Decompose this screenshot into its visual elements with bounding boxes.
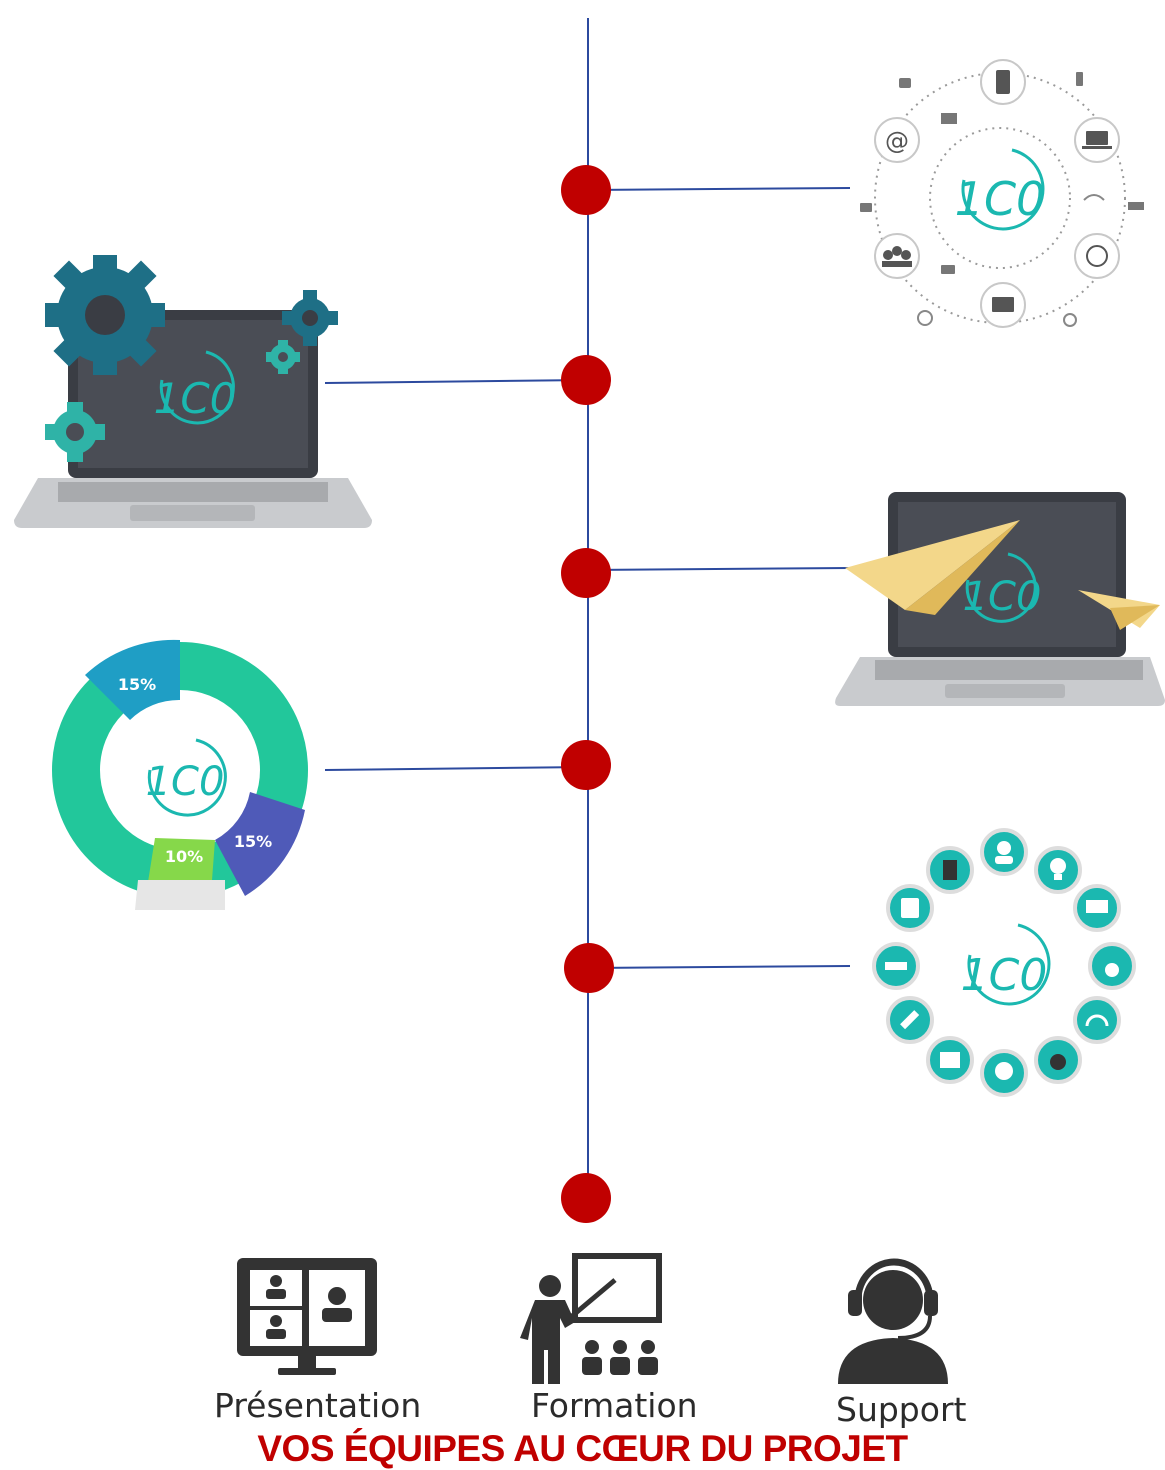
logo-1c0: 1C0 xyxy=(955,172,1046,226)
timeline-node-3 xyxy=(561,548,611,598)
donut-segment-10 xyxy=(148,838,215,882)
donut-label-15-bottom: 15% xyxy=(234,832,272,851)
gear-icon-teal xyxy=(45,340,300,462)
headphones-icon xyxy=(1073,996,1121,1044)
logo-1c0: 1C0 xyxy=(963,574,1042,620)
paper-plane-icon xyxy=(845,520,1160,630)
caption-formation: Formation xyxy=(531,1386,698,1425)
caption-presentation: Présentation xyxy=(214,1386,422,1425)
logo-1c0: 1C0 xyxy=(146,759,225,805)
logo-1c0: 1C0 xyxy=(961,950,1048,1001)
teal-icon-circle: 1C0 xyxy=(872,828,1136,1097)
donut-segment-15a xyxy=(85,639,180,720)
donut-label-10: 10% xyxy=(165,847,203,866)
gear-icon-small xyxy=(282,290,338,346)
svg-text:@: @ xyxy=(885,127,909,155)
donut-chart-logo: 15% 15% 10% 1C0 xyxy=(52,639,308,910)
donut-segment-15b xyxy=(215,792,305,896)
timeline-node-1 xyxy=(561,165,611,215)
timeline-node-5 xyxy=(564,943,614,993)
video-conference-icon xyxy=(237,1258,377,1375)
connector-1 xyxy=(587,187,851,191)
caption-support: Support xyxy=(836,1390,967,1429)
laptop-paper-planes: 1C0 xyxy=(835,492,1165,706)
donut-label-15-top: 15% xyxy=(118,675,156,694)
timeline-node-2 xyxy=(561,355,611,405)
timeline-node-6 xyxy=(561,1173,611,1223)
timeline-node-4 xyxy=(561,740,611,790)
laptop-settings-gears: 1C0 xyxy=(14,255,372,528)
connector-4 xyxy=(324,766,589,771)
headset-support-icon xyxy=(838,1258,948,1384)
logo-1c0: 1C0 xyxy=(154,374,237,423)
headline: VOS ÉQUIPES AU CŒUR DU PROJET xyxy=(257,1428,908,1469)
connector-2 xyxy=(324,379,589,384)
gear-icon xyxy=(45,255,165,375)
connector-3 xyxy=(587,567,851,571)
timeline-nodes xyxy=(561,165,614,1223)
connected-devices-circle: @ 1C0 xyxy=(860,59,1144,328)
timeline-connectors xyxy=(324,187,851,969)
connector-5 xyxy=(587,965,851,969)
trainer-board-icon xyxy=(520,1253,662,1384)
